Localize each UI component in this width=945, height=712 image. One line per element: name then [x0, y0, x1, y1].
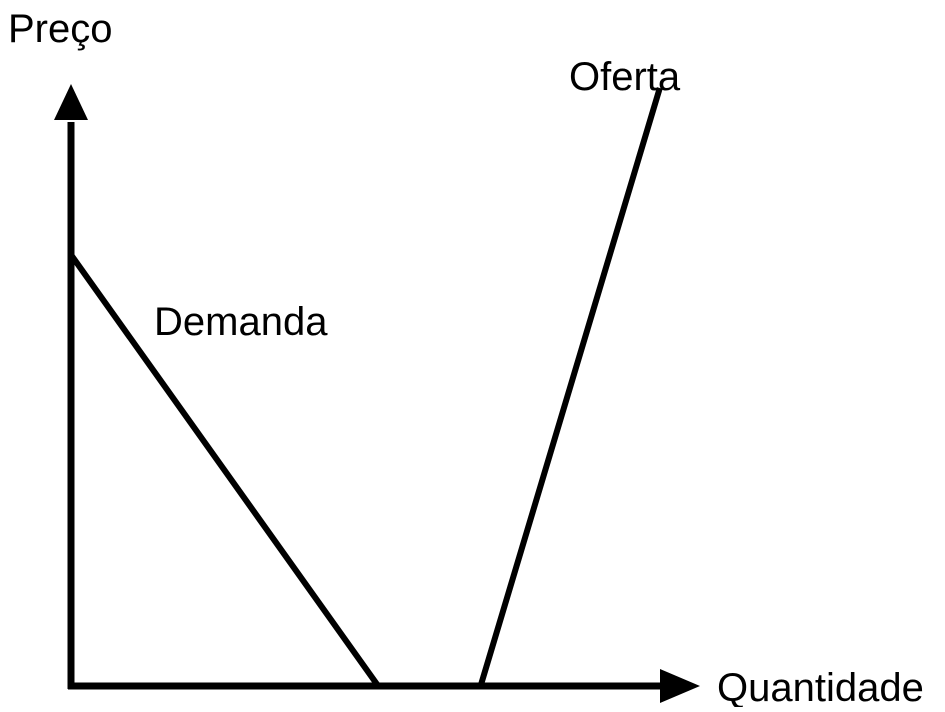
axes: [54, 84, 700, 703]
series-line-demanda: [68, 253, 381, 688]
y-axis-label: Preço: [8, 7, 113, 51]
series-label-demanda: Demanda: [154, 300, 328, 344]
x-axis-label: Quantidade: [717, 666, 924, 707]
y-axis-arrowhead: [54, 84, 88, 120]
series-layer: [68, 87, 663, 688]
series-line-oferta: [477, 87, 663, 687]
x-axis-arrowhead: [660, 669, 700, 703]
series-label-oferta: Oferta: [569, 55, 681, 99]
